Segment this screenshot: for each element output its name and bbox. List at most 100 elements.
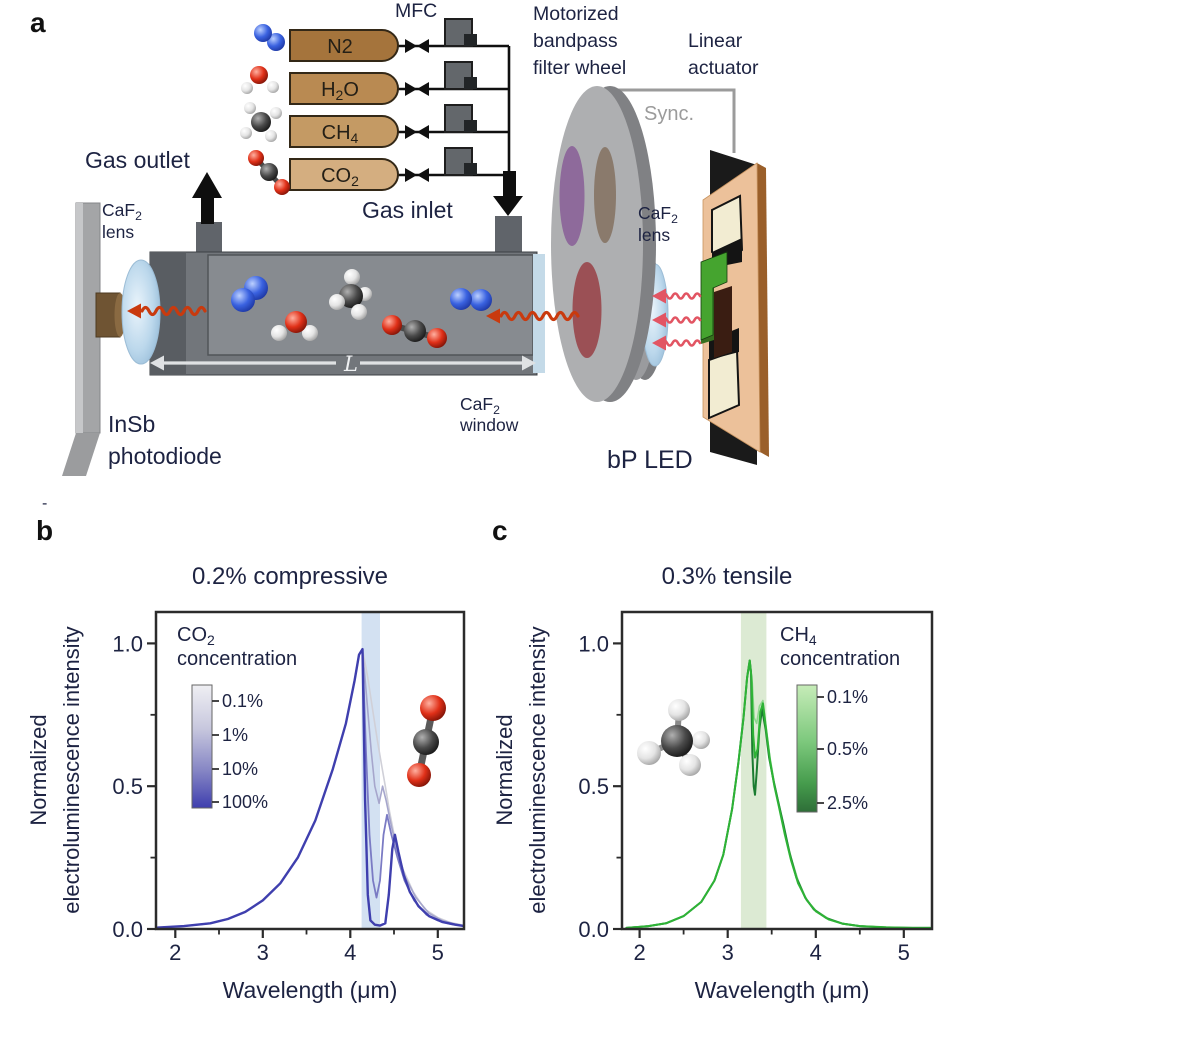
chart-b-colorbar [191, 684, 213, 809]
gas-inlet-label: Gas inlet [362, 197, 453, 223]
mfc-units [444, 18, 477, 176]
atom [637, 741, 661, 765]
chart-c-legend-title2: concentration [780, 648, 900, 670]
panel-a-label: a [30, 7, 46, 38]
valve-icon [405, 39, 417, 53]
panel-a: N2 H2O CH4 CO2 [30, 0, 769, 476]
atom [668, 699, 690, 721]
led-pad-bottom [708, 348, 741, 420]
valve-icons [405, 39, 429, 182]
chart-c-curves [625, 659, 932, 929]
valve-icon [405, 168, 417, 182]
atom [254, 24, 272, 42]
chart-c-legend-title: CH4 [780, 624, 817, 648]
atom [248, 150, 264, 166]
filter-purple [559, 146, 585, 246]
series-0.5% [625, 659, 932, 929]
ir-wave [660, 339, 702, 347]
atom [267, 81, 279, 93]
cell-n2-molecule-icon [231, 276, 268, 312]
valve-icon [405, 125, 417, 139]
co2-molecule-icon [248, 150, 290, 195]
stray-mark: - [42, 495, 47, 512]
led-board-edge [757, 163, 769, 457]
filter-red [572, 262, 602, 358]
gas-outlet-arrow-shaft [201, 196, 214, 224]
x-tick-label: 5 [898, 940, 910, 965]
n2-molecule-icon [254, 24, 285, 51]
ir-wave-arrowhead [486, 308, 500, 324]
x-tick-label: 4 [810, 940, 822, 965]
photodiode-plate-edge [76, 203, 83, 433]
legend-tick-label: 2.5% [827, 793, 868, 813]
led-chip-slot [714, 286, 732, 358]
valve-icon [417, 39, 429, 53]
atom [407, 763, 431, 787]
ir-wave [140, 305, 207, 317]
gas-cylinder-ch4: CH4 [289, 115, 399, 148]
caf2-window-label: CaF2 [460, 394, 500, 417]
mfc-box-step [464, 163, 477, 175]
atom [344, 269, 360, 285]
x-tick-label: 2 [633, 940, 645, 965]
x-tick-label: 5 [432, 940, 444, 965]
gas-inlet-arrow-icon [493, 196, 523, 216]
x-tick-label: 3 [722, 940, 734, 965]
path-length-label: L [343, 352, 358, 376]
cell-ch4-molecule-icon [329, 269, 372, 320]
atom [274, 179, 290, 195]
valve-icon [405, 82, 417, 96]
legend-tick-label: 0.1% [827, 687, 868, 707]
atom [244, 102, 256, 114]
cylinder-body [289, 158, 399, 191]
mfc-box-step [464, 120, 477, 132]
valve-icon [417, 168, 429, 182]
caf2-window-icon [533, 254, 545, 373]
series-0.1% [625, 659, 931, 929]
gas-outlet-label: Gas outlet [85, 147, 190, 173]
atom [413, 729, 439, 755]
cylinder-body [289, 115, 399, 148]
photodiode-plate-foot [62, 433, 100, 476]
atom [329, 294, 345, 310]
h2o-molecule-icon [241, 66, 279, 94]
atom [231, 288, 255, 312]
sync-wire [600, 88, 736, 153]
ir-wave-arrowhead [652, 335, 666, 351]
atom [267, 33, 285, 51]
legend-tick-label: 1% [222, 725, 248, 745]
atom [285, 311, 307, 333]
caf2-lens-right-label2: lens [638, 225, 670, 245]
chart-b-title: 0.2% compressive [192, 563, 388, 590]
insb-photodiode-assembly [62, 202, 126, 476]
chart-c-colorbar [796, 684, 818, 813]
chart-b-curves [156, 647, 464, 929]
chart-b-legend-title: CO2 [177, 624, 215, 648]
chart-b-co2-molecule-icon [407, 695, 446, 787]
legend-tick-label: 0.1% [222, 691, 263, 711]
legend-tick-label: 100% [222, 792, 268, 812]
gas-inlet-arrow-shaft [503, 171, 516, 198]
bp-led-assembly [700, 150, 769, 465]
gas-cylinder-n2: N2 [289, 29, 399, 62]
atom [427, 328, 447, 348]
atom [241, 82, 253, 94]
x-tick-label: 4 [344, 940, 356, 965]
atom [692, 731, 710, 749]
chart-c-title: 0.3% tensile [662, 563, 793, 590]
bp-led-label: bP LED [607, 446, 693, 474]
cylinder-label: CH4 [322, 122, 359, 146]
atom [270, 107, 282, 119]
chart-c-frame [620, 610, 934, 931]
caf2-window-label2: window [459, 415, 519, 435]
ir-wave [660, 316, 702, 324]
ir-wave [499, 310, 580, 322]
arrow-head-right [522, 355, 536, 371]
